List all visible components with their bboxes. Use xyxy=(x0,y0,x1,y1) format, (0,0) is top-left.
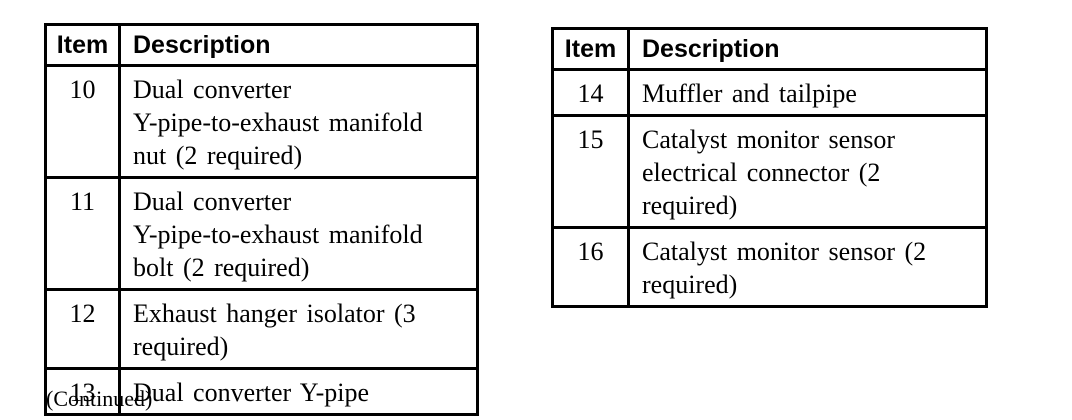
continued-note: (Continued) xyxy=(46,386,153,411)
item-cell: 10 xyxy=(44,64,121,179)
description-cell: Catalyst monitor sensor (2 required) xyxy=(627,226,988,308)
description-cell: Dual converter Y-pipe-to-exhaust manifol… xyxy=(118,64,479,179)
item-cell: 16 xyxy=(551,226,630,308)
item-cell: 15 xyxy=(551,114,630,229)
item-column-header: Item xyxy=(44,23,121,67)
description-cell: Exhaust hanger isolator (3 required) xyxy=(118,288,479,370)
item-column-header: Item xyxy=(551,27,630,71)
header-row: Item Description xyxy=(44,23,479,67)
item-cell: 13 xyxy=(44,367,121,416)
description-cell: Catalyst monitor sensor electrical conne… xyxy=(627,114,988,229)
item-cell: 12 xyxy=(44,288,121,370)
description-cell: Muffler and tailpipe xyxy=(627,68,988,117)
item-cell: 11 xyxy=(44,176,121,291)
header-row: Item Description xyxy=(551,27,988,71)
description-column-header: Description xyxy=(118,23,479,67)
item-cell: 14 xyxy=(551,68,630,117)
description-cell: Dual converter Y-pipe-to-exhaust manifol… xyxy=(118,176,479,291)
description-column-header: Description xyxy=(627,27,988,71)
description-cell: Dual converter Y-pipe xyxy=(118,367,479,416)
